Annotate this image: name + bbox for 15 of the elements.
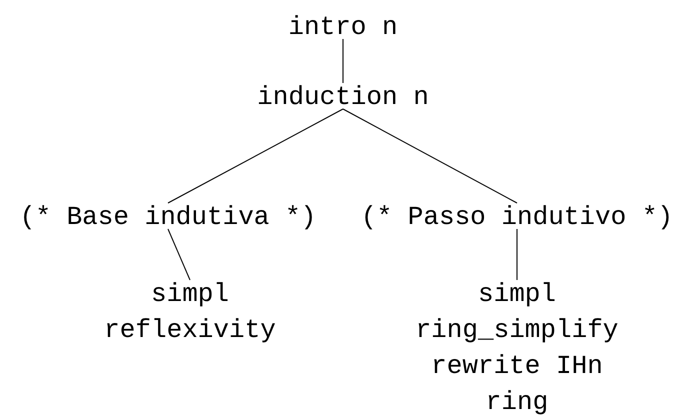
tactic-text: reflexivity (104, 314, 276, 347)
tree-line (516, 228, 518, 280)
tactic-text: simpl (476, 278, 557, 311)
tactic-text: (* Base indutiva *) (20, 201, 316, 234)
tree-line (342, 38, 344, 84)
tree-line (168, 228, 190, 280)
tactic-text: simpl (150, 278, 230, 311)
tactic-text: induction n (257, 81, 429, 114)
tactic-text: intro n (288, 11, 398, 44)
tactic-text: (* Passo indutivo *) (360, 201, 674, 234)
tactic-text: rewrite IHn (430, 350, 604, 383)
tree-line (342, 108, 518, 204)
tactic-text: ring_simplify (416, 314, 618, 347)
tactic-text: ring (484, 386, 550, 419)
tree-line (168, 108, 344, 204)
